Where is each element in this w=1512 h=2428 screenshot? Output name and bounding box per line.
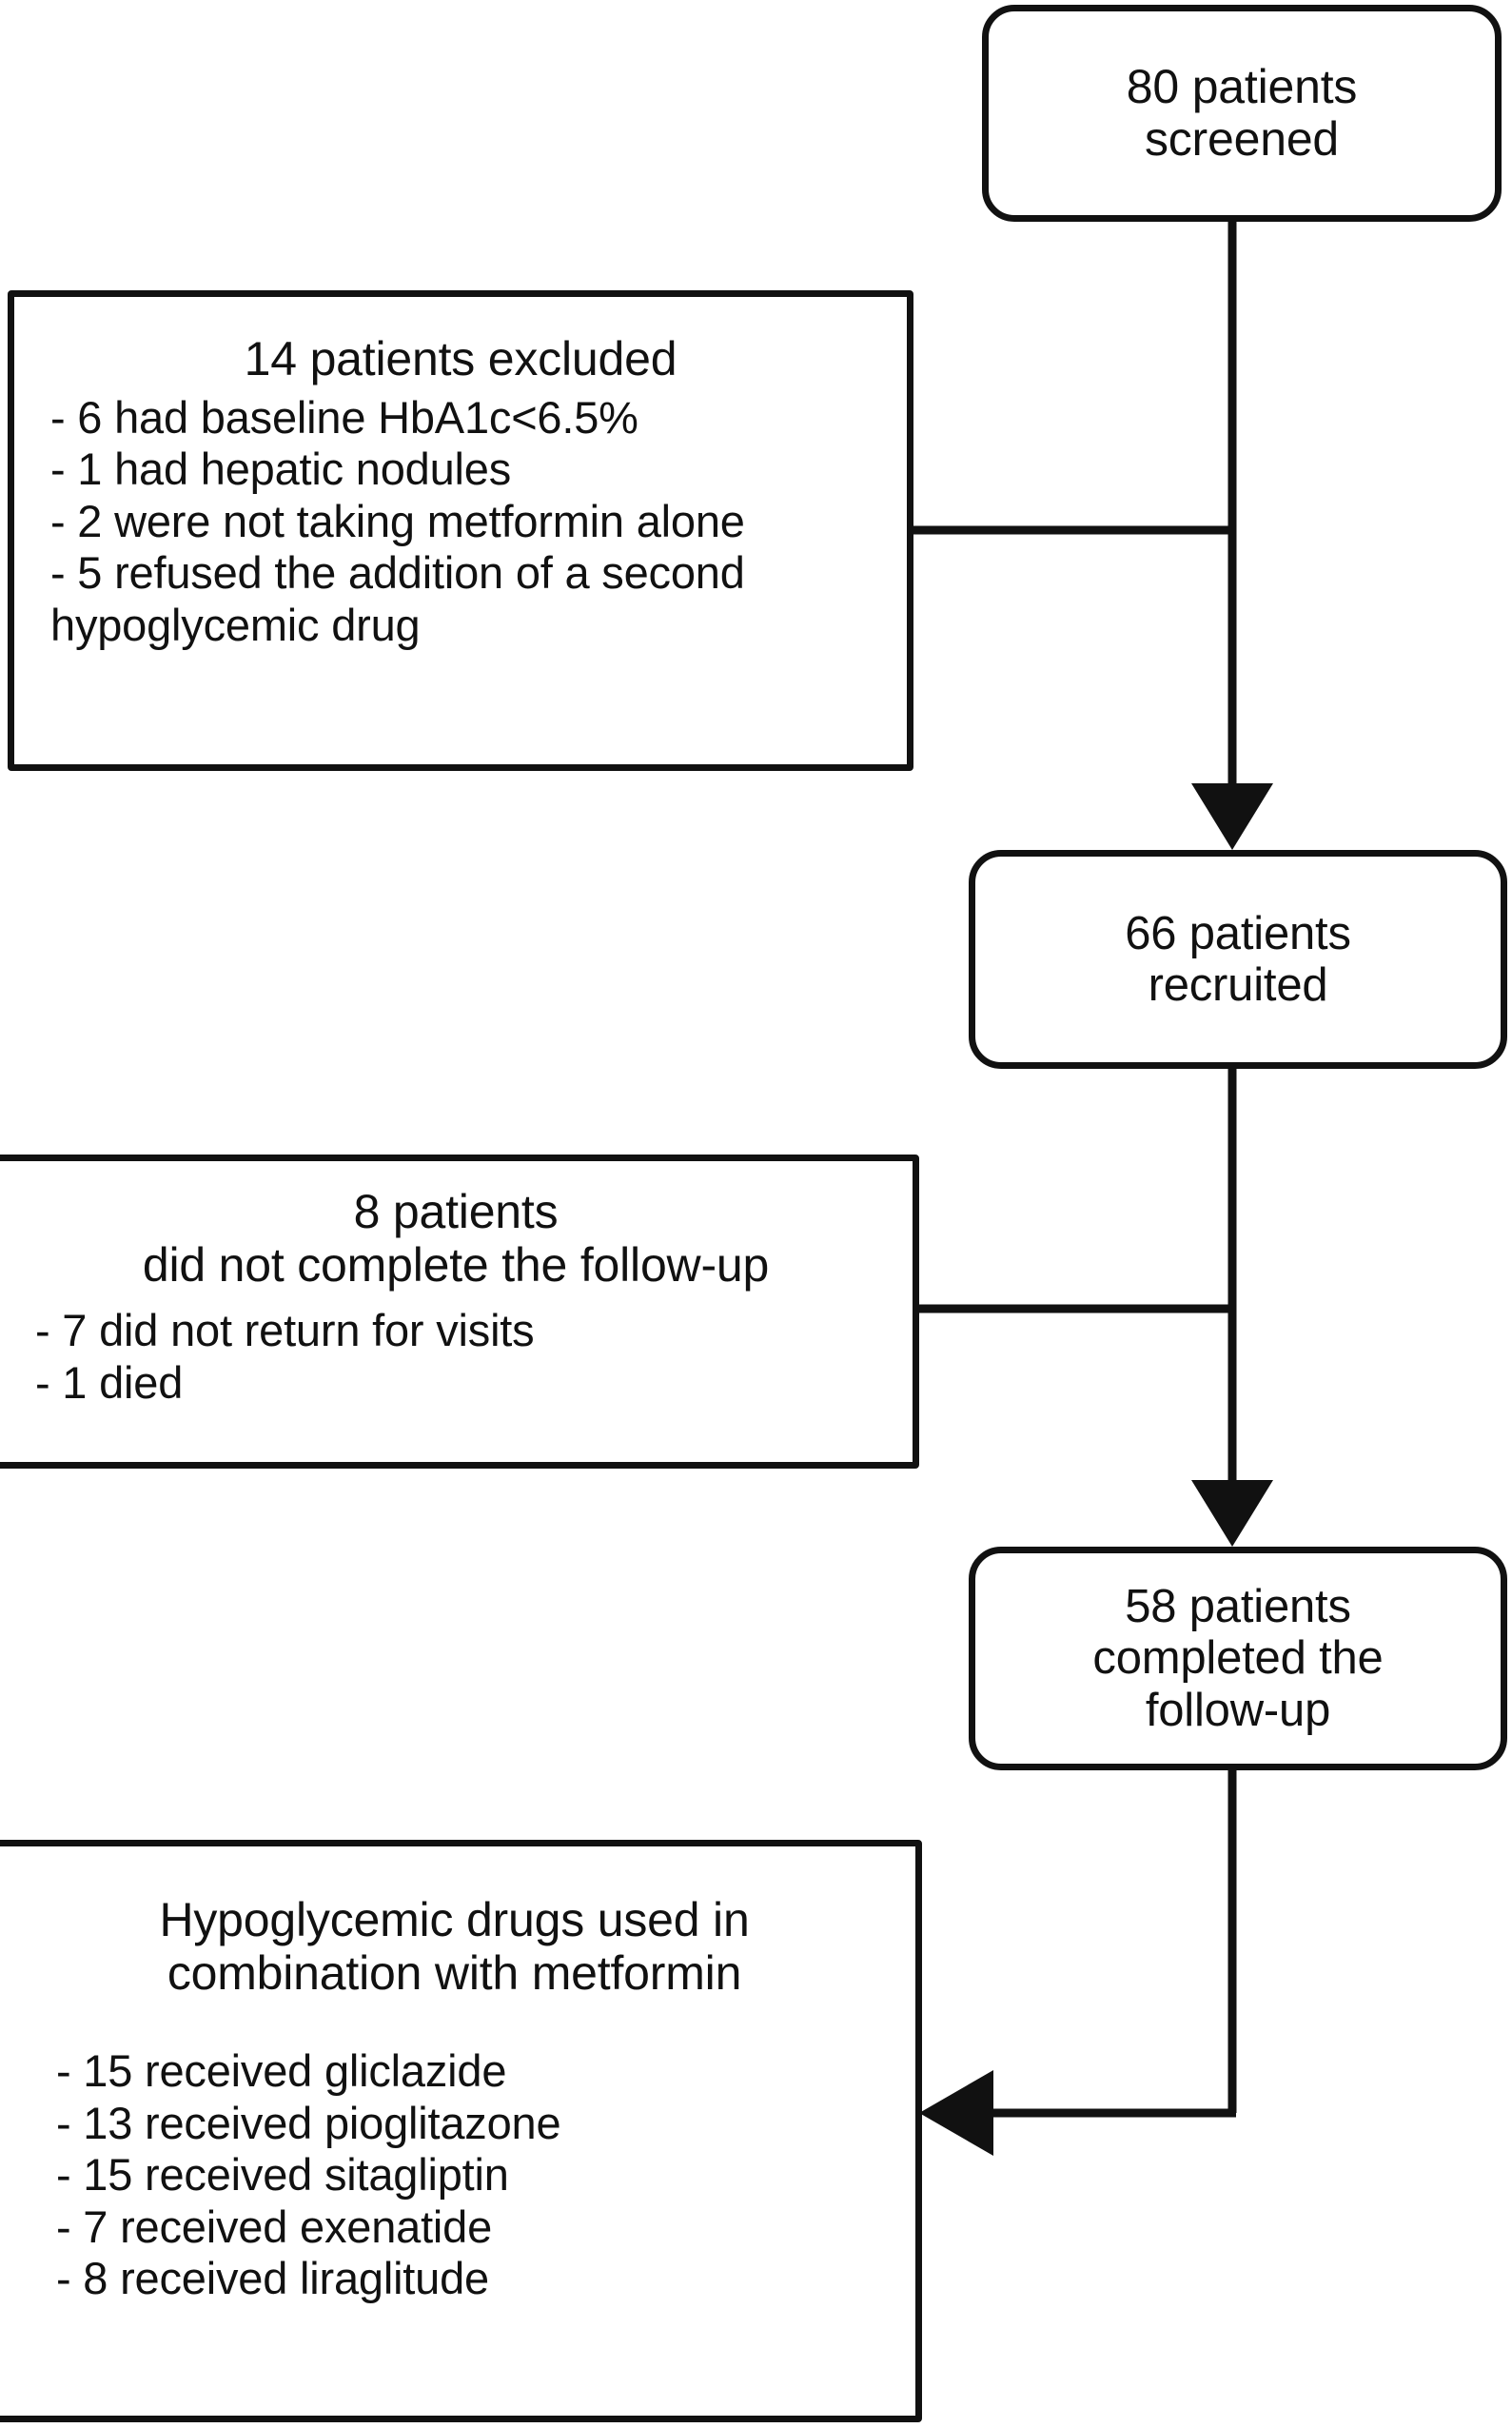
node-completed-title: 58 patients completed the follow-up — [1092, 1580, 1384, 1736]
arrowhead-left-to-drugs — [919, 2070, 993, 2156]
node-dropout-list: - 7 did not return for visits - 1 died — [20, 1305, 892, 1409]
node-recruited: 66 patients recruited — [969, 850, 1507, 1069]
list-item: - 7 did not return for visits — [35, 1305, 535, 1355]
node-excluded-list: - 6 had baseline HbA1c<6.5% - 1 had hepa… — [35, 392, 886, 652]
node-drugs-list: - 15 received gliclazide - 13 received p… — [20, 2045, 894, 2305]
list-item: - 1 died — [35, 1356, 184, 1408]
node-screened-title: 80 patients screened — [1126, 59, 1358, 166]
node-excluded: 14 patients excluded - 6 had baseline Hb… — [8, 290, 913, 771]
list-item: - 8 received liraglitude — [56, 2253, 489, 2304]
node-drugs: Hypoglycemic drugs used in combination w… — [0, 1840, 922, 2422]
node-recruited-title: 66 patients recruited — [1125, 907, 1351, 1011]
list-item: - 5 refused the addition of a second hyp… — [50, 547, 745, 650]
list-item: - 7 received exenatide — [56, 2201, 493, 2252]
node-dropout-title: 8 patients did not complete the follow-u… — [142, 1185, 770, 1292]
list-item: - 15 received sitagliptin — [56, 2149, 509, 2201]
list-item: - 1 had hepatic nodules — [50, 444, 512, 495]
arrowhead-down-to-completed — [1191, 1480, 1273, 1547]
list-item: - 2 were not taking metformin alone — [50, 495, 745, 546]
list-item: - 6 had baseline HbA1c<6.5% — [50, 391, 638, 443]
node-drugs-title: Hypoglycemic drugs used in combination w… — [159, 1893, 750, 2000]
node-completed: 58 patients completed the follow-up — [969, 1547, 1507, 1770]
list-item: - 15 received gliclazide — [56, 2045, 507, 2096]
node-dropout: 8 patients did not complete the follow-u… — [0, 1155, 919, 1469]
arrowhead-down-to-recruited — [1191, 783, 1273, 850]
node-excluded-title: 14 patients excluded — [244, 332, 677, 385]
list-item: - 13 received pioglitazone — [56, 2097, 561, 2148]
node-screened: 80 patients screened — [982, 5, 1502, 222]
